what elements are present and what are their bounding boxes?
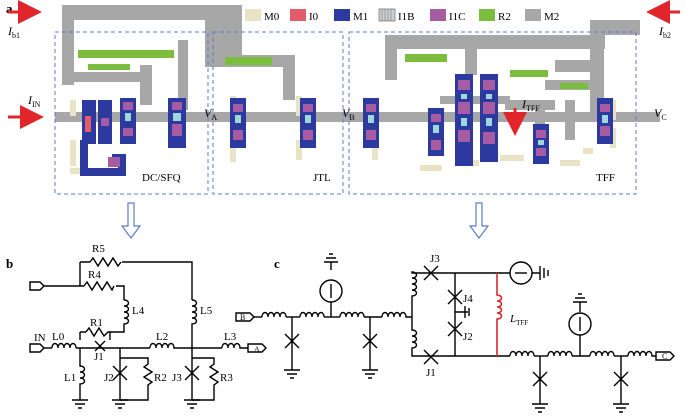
label-r5: R5 <box>92 243 105 255</box>
label-l1: L1 <box>64 372 76 384</box>
label-j1: J1 <box>94 351 104 363</box>
legend-item-i0: I0 <box>290 9 319 23</box>
label-r1: R1 <box>90 317 103 329</box>
legend-item-r2: R2 <box>479 9 511 23</box>
legend-swatch-m1 <box>334 9 350 21</box>
link-arrow-c <box>468 202 490 239</box>
label-r4: R4 <box>88 269 101 281</box>
legend-swatch-i0 <box>290 9 306 21</box>
legend-swatch-m0 <box>245 9 261 21</box>
layout-junctions <box>80 74 613 176</box>
dcsfq-box <box>54 31 209 195</box>
va-label: VA <box>204 106 217 122</box>
iin-label: IIN <box>27 93 41 109</box>
legend-label-i1c: I1C <box>449 11 466 23</box>
block-label-tff: TFF <box>596 172 615 184</box>
legend-item-m2: M2 <box>525 9 559 23</box>
legend-label-m1: M1 <box>353 11 368 23</box>
vb-label: VB <box>342 106 355 122</box>
schematic-b <box>29 256 267 409</box>
legend-label-i0: I0 <box>309 11 319 23</box>
vc-label: VC <box>654 106 667 122</box>
layout-m2-metal <box>55 5 660 140</box>
legend-label-m0: M0 <box>264 11 280 23</box>
panel-c-label: c <box>274 256 280 271</box>
label-r2: R2 <box>154 372 167 384</box>
port-label-c: C <box>662 352 667 361</box>
current-arrows <box>8 0 680 136</box>
legend-label-m2: M2 <box>544 11 559 23</box>
legend-swatch-i1b <box>378 8 396 22</box>
layout-i1b-vias <box>125 94 608 145</box>
legend-swatch-m2 <box>525 9 541 21</box>
ltff-inductor <box>496 273 503 356</box>
label-l3: L3 <box>224 331 237 343</box>
ib1-label: Ib1 <box>7 24 20 40</box>
ib2-label: Ib2 <box>658 24 671 40</box>
schematic-c <box>235 253 675 413</box>
label-r3: R3 <box>220 372 233 384</box>
tff-box <box>348 31 637 195</box>
port-label-b: B <box>240 313 245 322</box>
itff-label: ITFF <box>521 97 540 113</box>
label-j3: J3 <box>172 372 182 384</box>
panel-b-label: b <box>6 256 13 271</box>
label-in: IN <box>34 332 46 344</box>
legend-swatch-r2 <box>479 9 495 21</box>
legend-item-i1b: I1B <box>378 8 415 23</box>
label-l4: L4 <box>132 305 145 317</box>
label-j2: J2 <box>104 372 114 384</box>
legend-swatch-i1c <box>430 9 446 21</box>
panel-a-label: a <box>6 1 13 16</box>
block-boxes <box>54 31 637 195</box>
layout-r2-resistors <box>78 50 588 89</box>
jtl-box <box>212 31 344 195</box>
label-j2-c: J2 <box>463 331 473 343</box>
port-label-a: A <box>254 345 260 354</box>
label-j4-c: J4 <box>463 293 473 305</box>
label-j3-c: J3 <box>430 253 440 265</box>
label-l0: L0 <box>52 331 65 343</box>
link-arrows <box>120 202 490 239</box>
label-j1-c: J1 <box>426 367 436 379</box>
label-l5: L5 <box>200 305 213 317</box>
block-label-jtl: JTL <box>313 172 331 184</box>
ltff-label: LTFF <box>509 313 528 327</box>
legend-label-r2: R2 <box>498 11 511 23</box>
legend-item-m1: M1 <box>334 9 368 23</box>
block-label-dcsfq: DC/SFQ <box>142 172 181 184</box>
legend-item-m0: M0 <box>245 9 280 23</box>
label-l2: L2 <box>156 331 168 343</box>
legend-label-i1b: I1B <box>398 11 415 23</box>
legend: M0 I0 M1 I1B I1C R2 M2 <box>245 8 559 23</box>
link-arrow-b <box>120 202 142 239</box>
legend-item-i1c: I1C <box>430 9 466 23</box>
